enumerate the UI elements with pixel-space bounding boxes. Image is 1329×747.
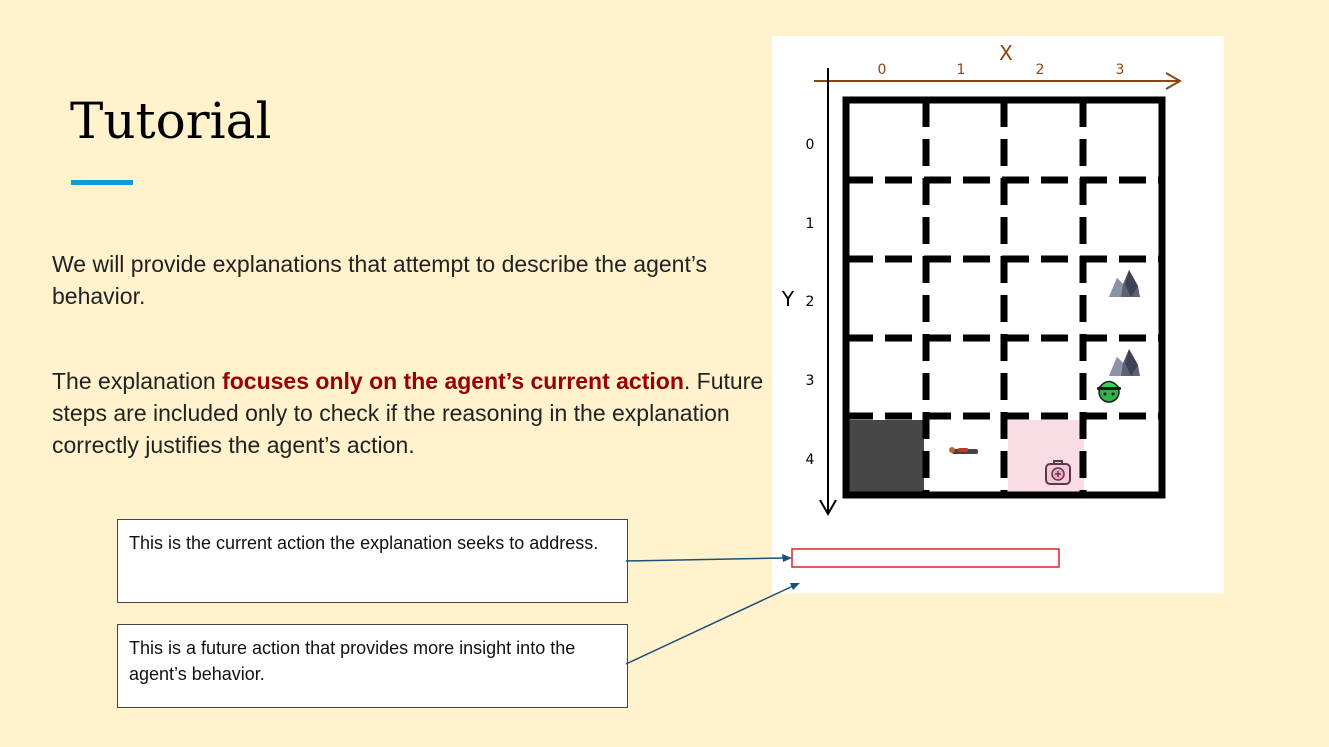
rubble-icon: [1109, 270, 1140, 297]
agent-helmet-icon: [1097, 380, 1121, 403]
current-action-connector: [625, 557, 785, 562]
focus-paragraph-pre: The explanation: [52, 368, 223, 394]
intro-paragraph: We will provide explanations that attemp…: [52, 251, 708, 309]
callout-current-action: This is the current action the explanati…: [117, 519, 628, 603]
y-axis-arrowhead: [819, 499, 837, 517]
dark-tile: [848, 420, 924, 496]
y-tick-3: 3: [806, 373, 815, 389]
y-tick-0: 0: [806, 137, 815, 153]
grid-vertical-walls: [922, 100, 1087, 495]
focus-paragraph-emphasis: focuses only on the agent’s current acti…: [222, 368, 684, 394]
focus-paragraph-post: . Future steps are included only to chec…: [52, 368, 764, 458]
y-tick-4: 4: [806, 452, 815, 468]
callout-future-action: This is a future action that provides mo…: [117, 624, 628, 708]
y-axis-label: Y: [781, 287, 795, 311]
victim-icon: [949, 447, 978, 454]
medkit-icon: [1045, 460, 1071, 485]
grid-world: X Y 0 1 2 3 0 1 2 3 4: [781, 41, 1183, 517]
x-tick-labels: 0 1 2 3: [878, 62, 1125, 78]
y-tick-2: 2: [806, 294, 815, 310]
y-tick-labels: 0 1 2 3 4: [806, 137, 815, 468]
x-axis-arrowhead: [1165, 72, 1183, 90]
slide-title: Tutorial: [70, 92, 272, 150]
grid-horizontal-walls: [846, 176, 1162, 420]
x-tick-2: 2: [1036, 62, 1045, 78]
medkit-tile: [1008, 420, 1084, 496]
x-tick-0: 0: [878, 62, 887, 78]
x-tick-3: 3: [1116, 62, 1125, 78]
future-action-connector: [625, 585, 794, 665]
y-tick-1: 1: [806, 216, 815, 232]
x-axis-label: X: [999, 41, 1013, 65]
focus-paragraph: The explanation focuses only on the agen…: [52, 365, 772, 461]
x-tick-1: 1: [957, 62, 966, 78]
grid-panel: X Y 0 1 2 3 0 1 2 3 4: [772, 36, 1224, 593]
title-accent-bar: [71, 180, 133, 185]
rubble-icon: [1109, 349, 1140, 376]
